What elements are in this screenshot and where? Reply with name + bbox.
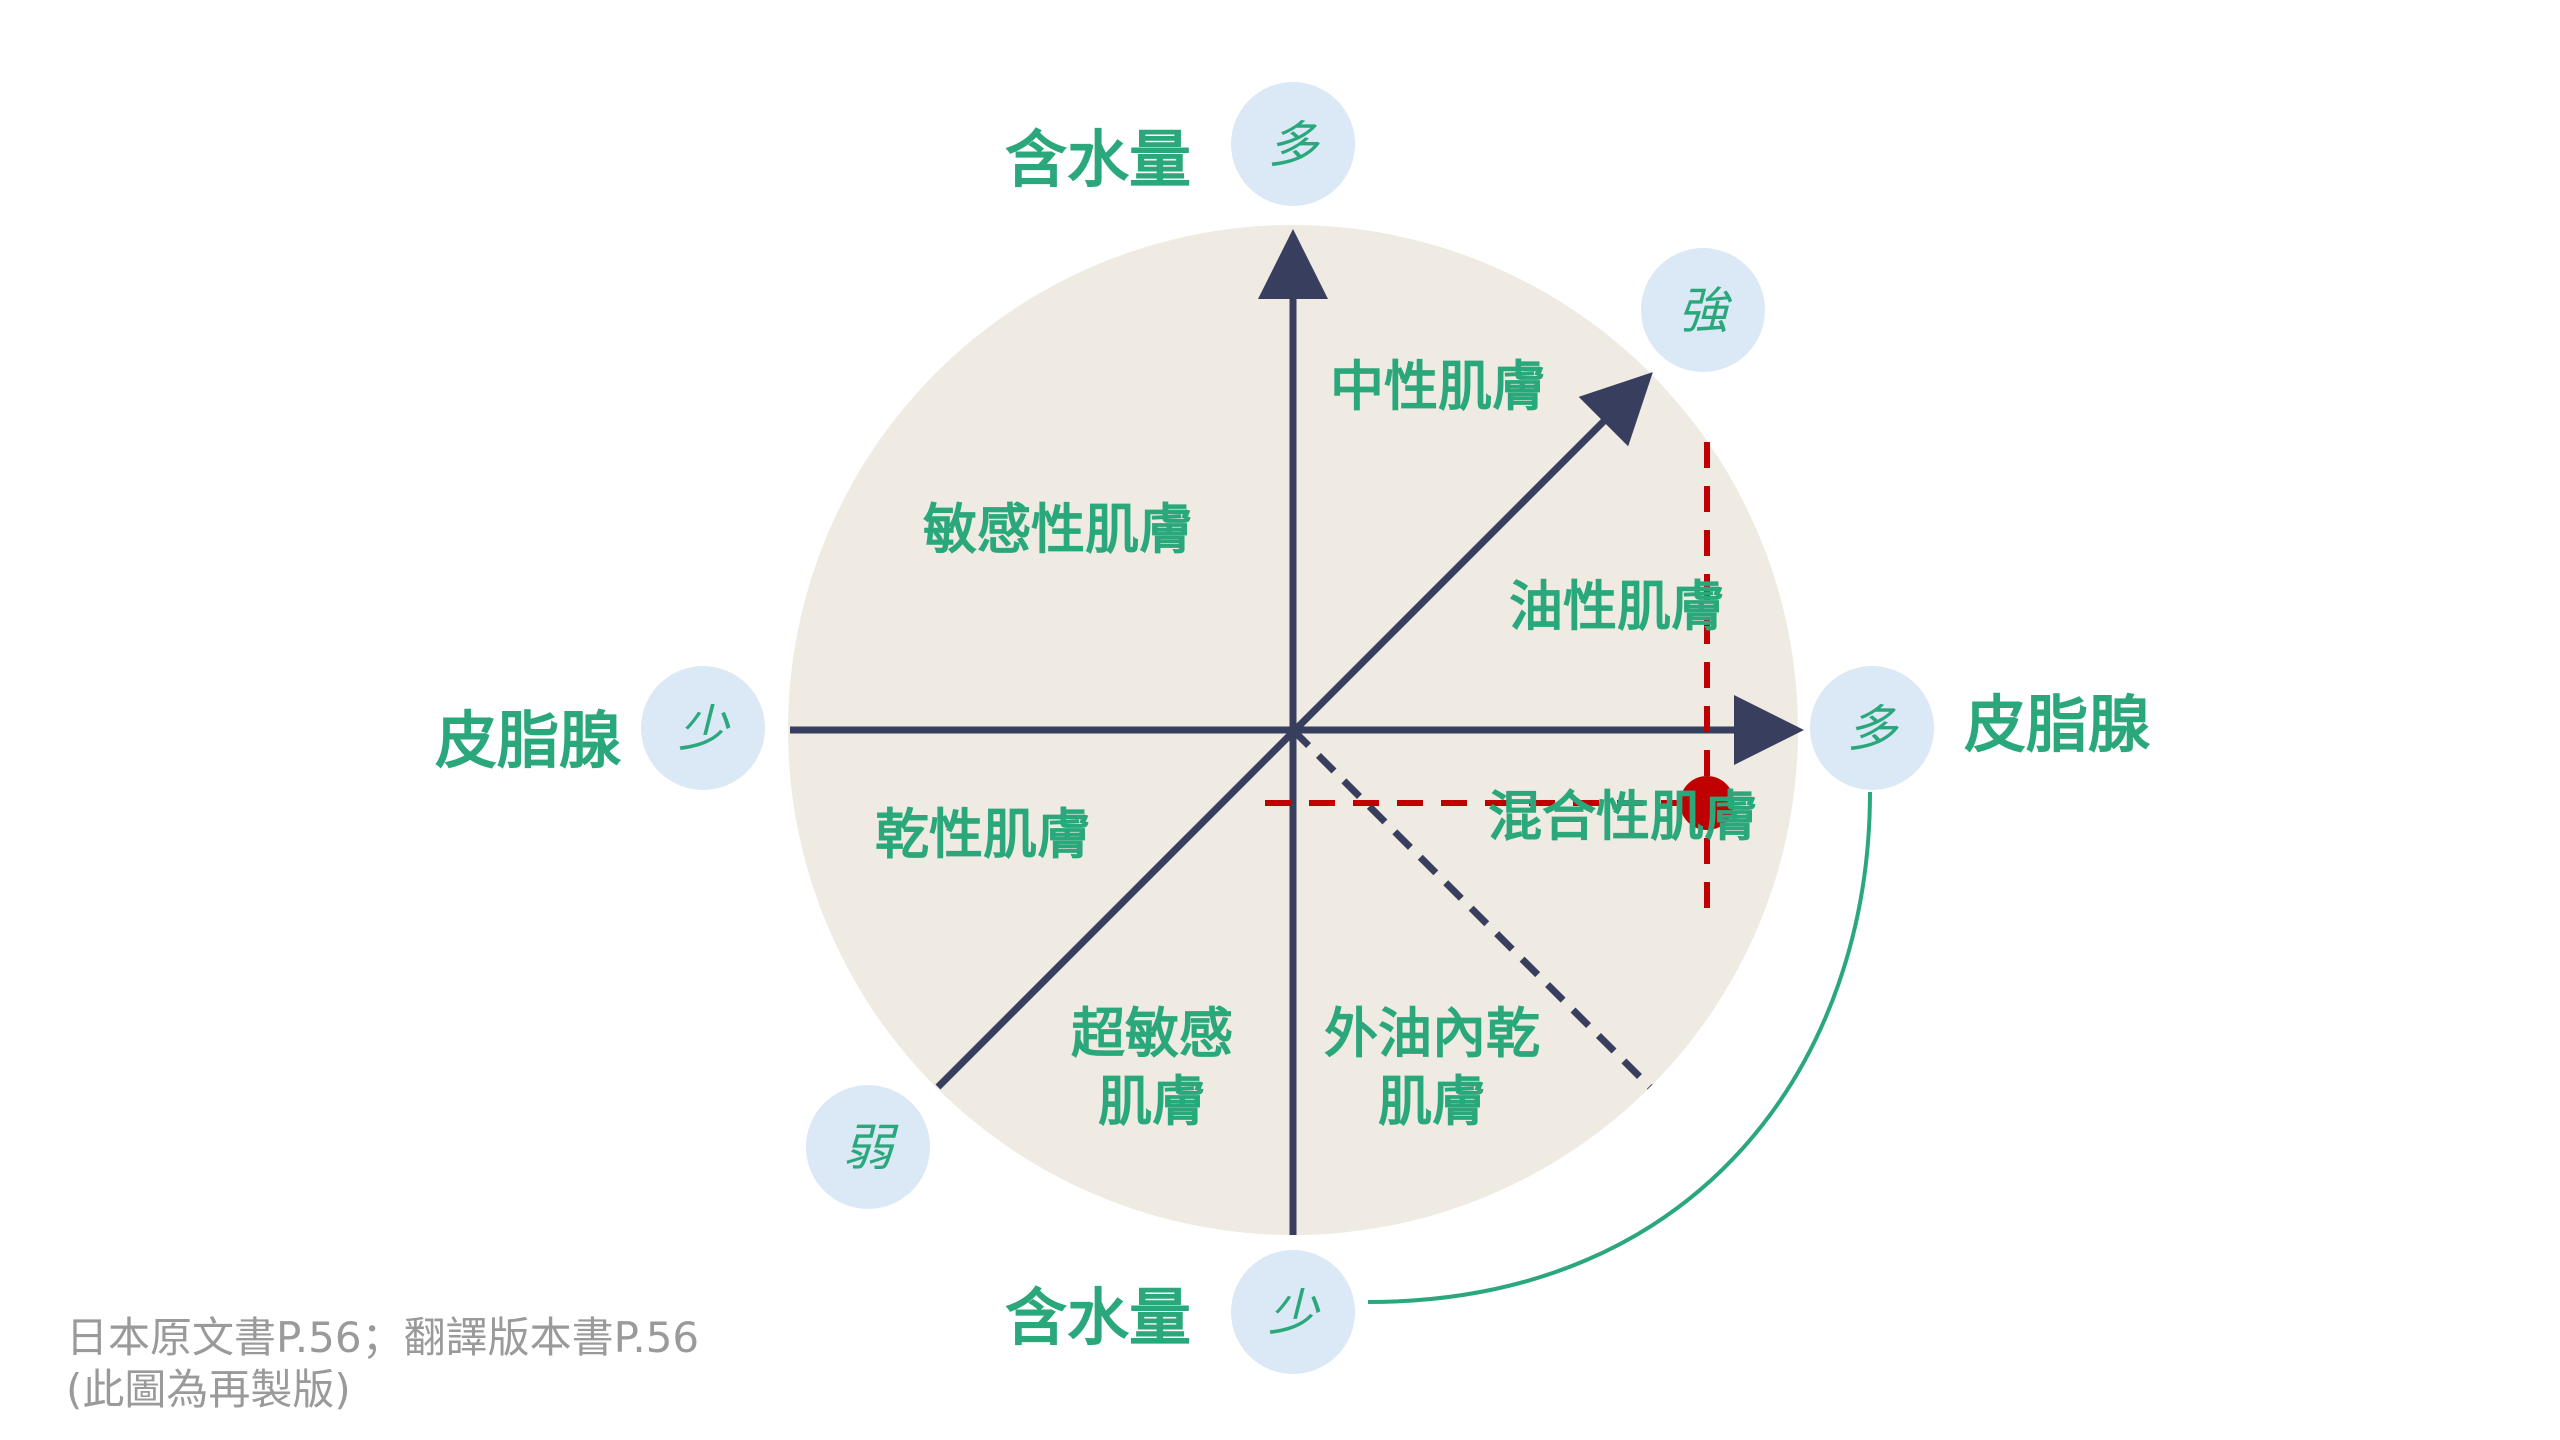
badge-strong: 強: [1641, 248, 1765, 372]
connector-curve: [1367, 791, 1872, 1304]
badge-water-low-text: 少: [1268, 1284, 1321, 1342]
badge-sebum-low: 少: [641, 666, 765, 790]
badge-water-low: 少: [1231, 1250, 1355, 1374]
region-super-sensitive-line2: 肌膚: [1098, 1070, 1206, 1133]
axis-label-sebum-right: 皮脂腺: [1964, 688, 2151, 761]
badge-water-high-text: 多: [1268, 116, 1320, 174]
region-neutral: 中性肌膚: [1330, 355, 1546, 418]
diagonal-axis-strength: [935, 372, 1653, 1090]
footnote-line2: (此圖為再製版): [66, 1365, 351, 1414]
combination-skin-marker: [1680, 776, 1734, 830]
badge-sebum-high-text: 多: [1847, 700, 1899, 758]
badge-weak: 弱: [806, 1085, 930, 1209]
region-oily: 油性肌膚: [1509, 575, 1725, 638]
badge-water-high: 多: [1231, 82, 1355, 206]
badge-sebum-low-text: 少: [678, 700, 731, 758]
region-combination: 混合性肌膚: [1488, 785, 1758, 848]
axis-label-sebum-left: 皮脂腺: [435, 704, 622, 777]
region-dry: 乾性肌膚: [875, 803, 1091, 866]
badge-weak-text: 弱: [843, 1119, 899, 1177]
region-oily-outside-dry-inside-line1: 外油內乾: [1324, 1002, 1540, 1065]
badge-sebum-high: 多: [1810, 666, 1934, 790]
region-sensitive: 敏感性肌膚: [923, 498, 1193, 561]
region-super-sensitive-line1: 超敏感: [1071, 1002, 1233, 1065]
footnote-line1: 日本原文書P.56；翻譯版本書P.56: [66, 1313, 699, 1362]
region-oily-outside-dry-inside-line2: 肌膚: [1378, 1070, 1486, 1133]
diagonal-dashed-divider: [1290, 727, 1653, 1090]
axis-label-water-bottom: 含水量: [1005, 1281, 1191, 1354]
axis-label-water-top: 含水量: [1005, 123, 1191, 196]
badge-strong-text: 強: [1678, 282, 1733, 340]
